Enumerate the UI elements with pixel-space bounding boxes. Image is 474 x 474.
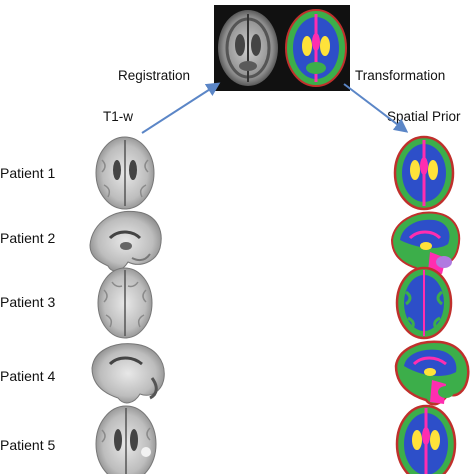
patient-5-label: Patient 5 (0, 437, 56, 453)
patient-5-prior-brain (395, 404, 457, 474)
atlas-labels-icon (282, 5, 350, 91)
registration-label: Registration (118, 68, 191, 83)
patient-2-label: Patient 2 (0, 230, 56, 246)
patient-1-t1-brain (95, 136, 155, 210)
patient-5-t1-brain (95, 405, 157, 474)
t1w-label: T1-w (103, 109, 133, 124)
patient-1-label: Patient 1 (0, 165, 56, 181)
patient-4-label: Patient 4 (0, 368, 56, 384)
transformation-arrow (343, 83, 409, 133)
atlas-t1-icon (214, 5, 282, 91)
patient-2-t1-brain (89, 210, 162, 272)
patient-2-prior-brain (390, 211, 461, 274)
patient-4-t1-brain (91, 343, 165, 404)
patient-3-label: Patient 3 (0, 294, 56, 310)
transformation-label: Transformation (355, 68, 446, 83)
patient-3-t1-brain (97, 267, 153, 339)
patient-3-prior-brain (395, 266, 453, 340)
registration-arrow (141, 82, 221, 134)
patient-1-prior-brain (393, 135, 455, 211)
patient-4-prior-brain (394, 340, 470, 406)
